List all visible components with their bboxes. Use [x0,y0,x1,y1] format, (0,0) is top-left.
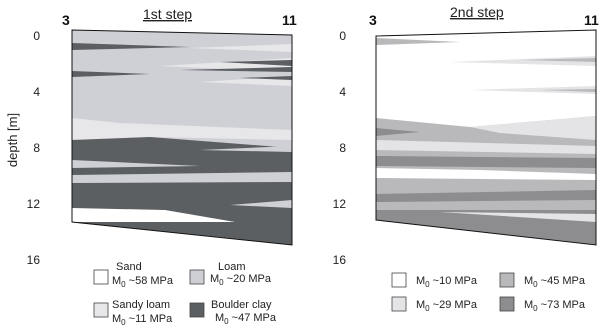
depth-tick-12: 12 [27,197,41,211]
left-boulderclay-lens-2 [220,60,292,66]
right-profile [375,29,597,246]
right-m73-band-2 [376,190,596,202]
legend-sandyloam-modulus: M0 ~11 MPa [112,313,173,327]
legend-loam-swatch [189,269,205,285]
left-loam-lens-deep [230,200,292,208]
legend-sandyloam-name: Sandy loam [112,299,170,311]
left-boulderclay-lens-5 [240,76,292,80]
right-m10-band [376,168,596,180]
left-boulderclay-lens-1 [72,43,190,50]
right-legend: M0 ~10 MPa M0 ~45 MPa M0 ~29 MPa M0 ~73 … [391,272,586,313]
left-loam-lens-right [200,146,292,152]
left-borehole-left-label: 3 [62,12,70,28]
left-borehole-right-label: 11 [282,12,297,28]
legend-m10-swatch [391,272,407,288]
right-profile-outline [375,29,597,246]
right-lens-top [376,38,460,45]
legend-boulderclay-swatch [189,302,205,318]
legend-sand-swatch [93,269,109,285]
legend-m45-swatch [499,272,515,288]
right-depth-tick-4: 4 [339,85,346,99]
right-m29-lens [470,116,596,140]
left-boulderclay-lens-3 [72,71,150,77]
depth-tick-16: 16 [27,253,41,267]
legend-sandyloam-swatch [93,302,109,318]
left-sand-bottom [72,208,235,222]
right-panel-title: 2nd step [450,4,504,20]
left-loam-band-lower [72,172,292,183]
right-borehole-right-label: 11 [584,12,599,28]
depth-tick-0: 0 [33,29,40,43]
left-profile [71,29,293,246]
left-sandyloam-lens-1 [190,44,292,52]
right-m45-band [376,182,596,192]
left-sandyloam-lens-4 [72,118,292,140]
left-panel-title: 1st step [143,6,192,22]
left-boulderclay-bottom [165,222,292,245]
legend-m29-label: M0 ~29 MPa [416,299,478,313]
legend-boulderclay-modulus: M0 ~47 MPa [215,312,277,326]
legend-sand-name: Sand [116,261,142,273]
depth-tick-8: 8 [33,141,40,155]
right-lens-3 [520,58,596,62]
right-depth-tick-0: 0 [339,29,346,43]
right-lens-5 [540,89,596,92]
right-depth-tick-16: 16 [333,253,347,267]
right-lens-4 [470,86,596,94]
right-m73-bottom [376,210,596,245]
right-m29-band-1 [376,140,596,154]
depth-tick-4: 4 [33,85,40,99]
right-m73-lens-1 [376,128,420,136]
left-profile-outline [71,29,293,246]
left-boulderclay-lens-4 [180,67,292,72]
right-borehole-left-label: 3 [369,12,377,28]
legend-m45-label: M0 ~45 MPa [524,275,586,289]
right-m29-lens-bottom [440,212,596,222]
legend-boulderclay-name: Boulder clay [211,299,272,311]
left-legend: Sand M0 ~58 MPa Loam M0 ~20 MPa Sandy lo… [93,261,277,327]
right-m45-band-2 [376,202,596,210]
depth-axis-label: depth [m] [5,113,20,167]
right-lens-2 [450,56,596,66]
legend-sand-modulus: M0 ~58 MPa [112,275,174,289]
legend-m10-label: M0 ~10 MPa [416,275,478,289]
legend-m73-label: M0 ~73 MPa [524,299,586,313]
right-m73-band-1 [376,156,596,168]
right-depth-tick-8: 8 [339,141,346,155]
legend-m29-swatch [391,296,407,312]
legend-loam-name: Loam [218,261,246,273]
right-depth-tick-12: 12 [333,197,347,211]
legend-m73-swatch [499,296,515,312]
left-loam-lens-lower [72,160,200,168]
legend-loam-modulus: M0 ~20 MPa [210,273,272,287]
